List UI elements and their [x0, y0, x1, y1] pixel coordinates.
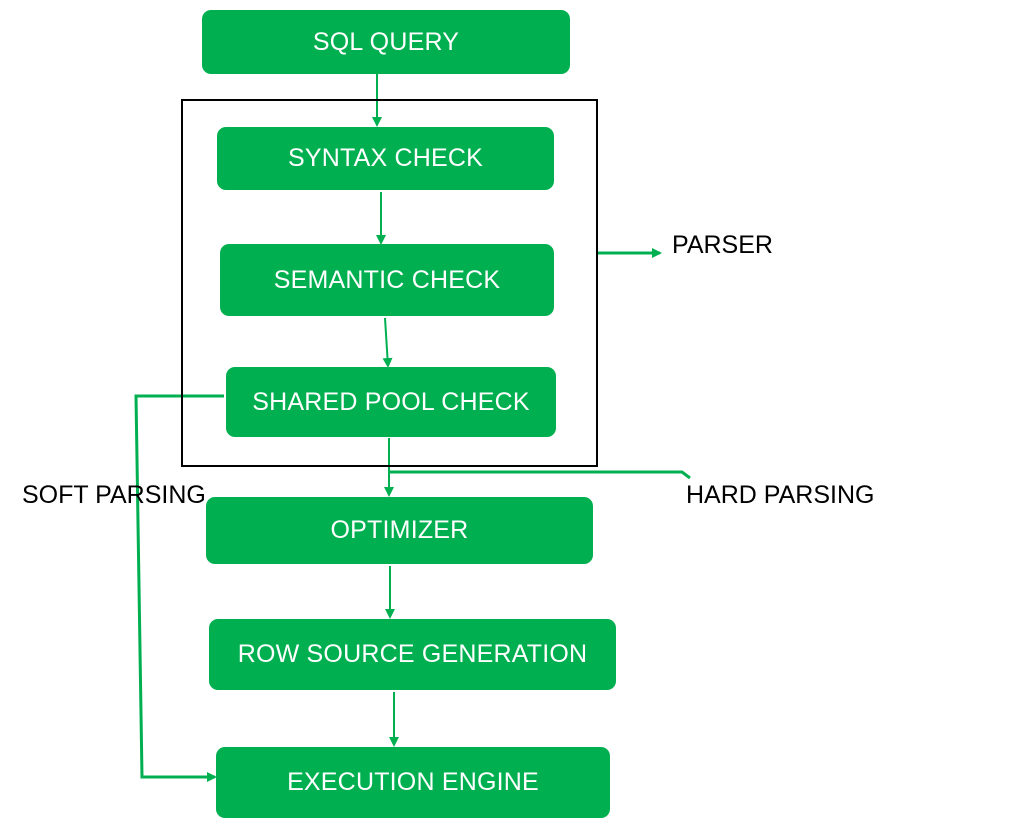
soft-parsing-connector — [134, 394, 224, 782]
node-syntax-check: SYNTAX CHECK — [217, 127, 554, 190]
node-semantic-check: SEMANTIC CHECK — [220, 244, 554, 316]
node-execution-engine: EXECUTION ENGINE — [216, 747, 610, 818]
node-shared-pool-check: SHARED POOL CHECK — [226, 367, 556, 437]
node-optimizer: OPTIMIZER — [206, 497, 593, 564]
parser-group-box — [181, 99, 598, 467]
node-sql-query: SQL QUERY — [202, 10, 570, 74]
arrow-semantic-to-shared-pool — [382, 317, 393, 368]
hard-parsing-connector — [389, 470, 691, 480]
node-row-source-generation: ROW SOURCE GENERATION — [209, 619, 616, 690]
parser-label: PARSER — [672, 231, 773, 259]
hard-parsing-label: HARD PARSING — [686, 481, 875, 509]
soft-parsing-label: SOFT PARSING — [22, 481, 206, 509]
